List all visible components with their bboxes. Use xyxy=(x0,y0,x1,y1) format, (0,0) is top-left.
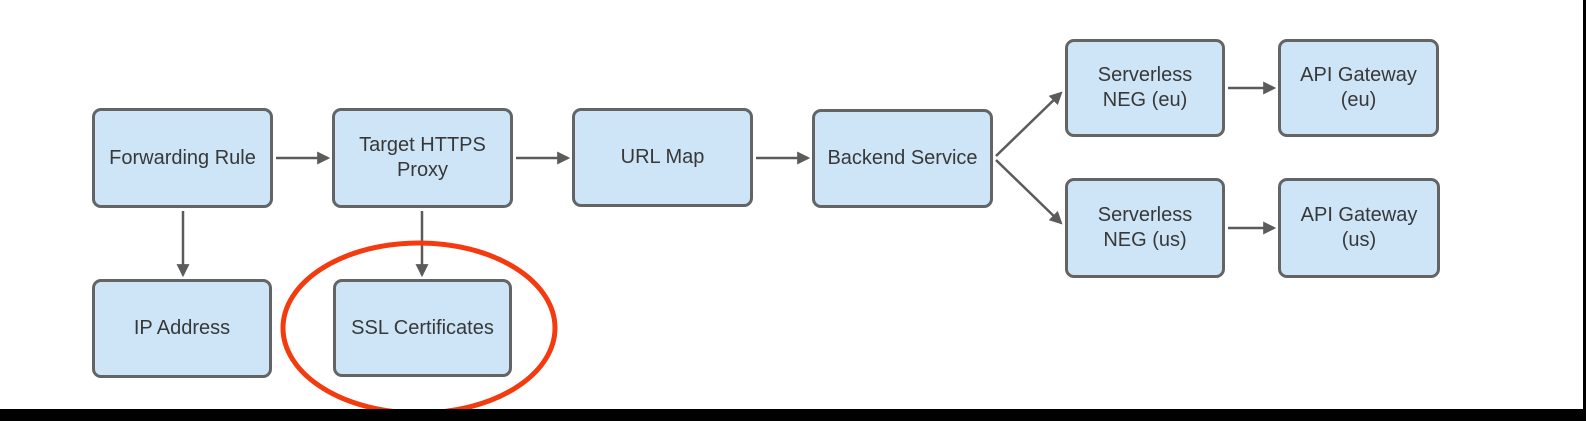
node-label: Backend Service xyxy=(827,147,978,169)
node-target-https-proxy: Target HTTPS Proxy xyxy=(332,108,513,208)
frame-right-bar xyxy=(1583,0,1586,421)
node-api-gateway-eu: API Gateway (eu) xyxy=(1278,39,1439,137)
edge-backend-service-to-serverless-neg-us xyxy=(995,159,1063,225)
node-label: IP Address xyxy=(133,317,231,339)
node-ssl-certificates: SSL Certificates xyxy=(333,279,512,377)
node-label: Forwarding Rule xyxy=(109,146,256,169)
node-label: Serverless NEG (eu) xyxy=(1097,64,1193,111)
node-api-gateway-us: API Gateway (us) xyxy=(1278,178,1440,278)
node-ip-address: IP Address xyxy=(92,279,272,378)
edge-backend-service-to-serverless-neg-eu xyxy=(995,91,1063,157)
node-label: Target HTTPS Proxy xyxy=(359,134,486,181)
node-label: SSL Certificates xyxy=(351,316,494,339)
node-label: Serverless NEG (us) xyxy=(1097,204,1193,251)
node-label: API Gateway (eu) xyxy=(1300,64,1417,111)
frame-bottom-bar xyxy=(0,409,1586,421)
node-serverless-neg-us: Serverless NEG (us) xyxy=(1065,178,1225,278)
node-serverless-neg-eu: Serverless NEG (eu) xyxy=(1065,39,1225,137)
node-backend-service: Backend Service xyxy=(812,109,993,208)
node-label: API Gateway (us) xyxy=(1300,204,1418,251)
node-forwarding-rule: Forwarding Rule xyxy=(92,108,273,208)
node-url-map: URL Map xyxy=(572,108,753,207)
node-label: URL Map xyxy=(620,146,705,168)
